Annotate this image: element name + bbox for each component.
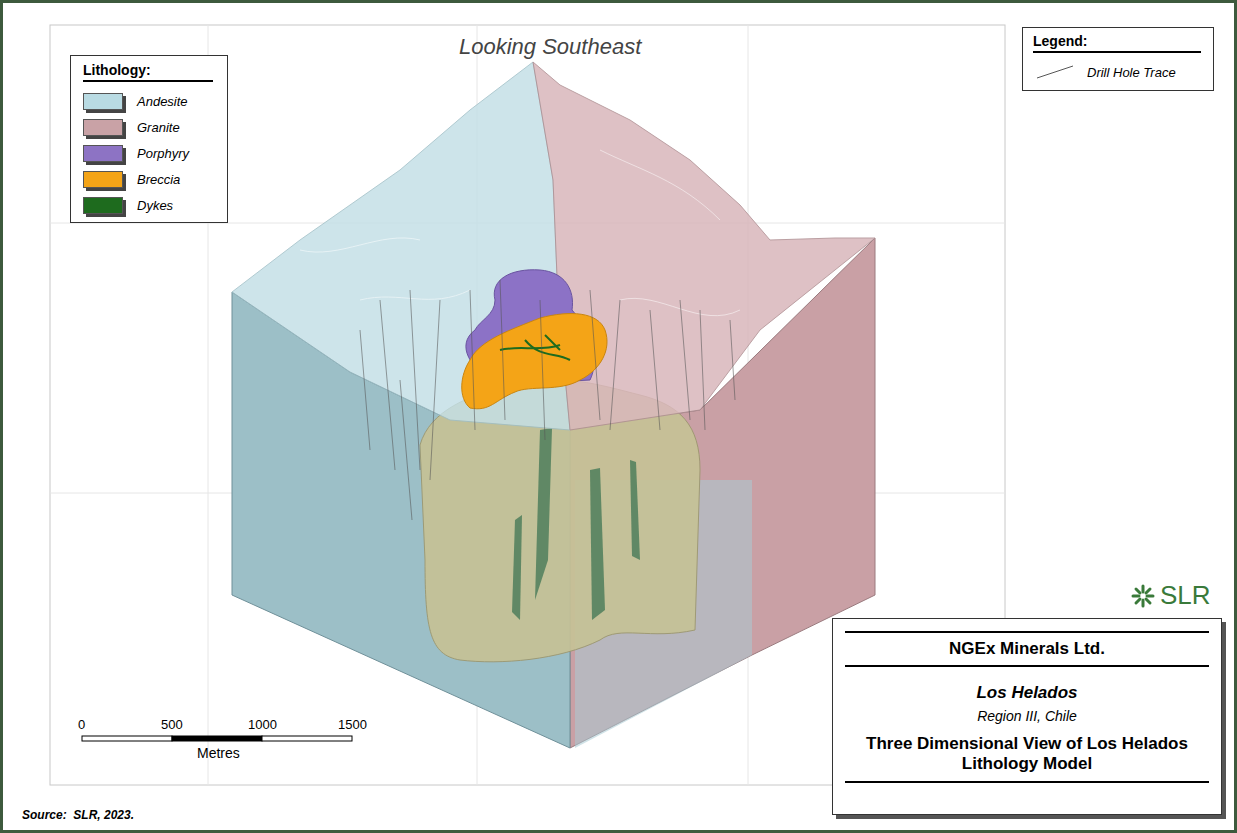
scale-number: 500 [161, 717, 183, 732]
scale-bar [82, 736, 352, 741]
separator-line [845, 631, 1209, 633]
legend-label: Breccia [137, 172, 180, 187]
legend-row: Drill Hole Trace [1033, 59, 1203, 85]
legend-box: Legend: Drill Hole Trace [1022, 27, 1214, 91]
logo-mark [1133, 586, 1153, 606]
breccia-body [462, 314, 607, 409]
company-name: NGEx Minerals Ltd. [949, 639, 1105, 659]
drill-hole-traces [360, 280, 735, 520]
legend-swatch [83, 145, 123, 162]
view-direction: Looking Southeast [459, 34, 641, 60]
legend-row: Breccia [83, 166, 219, 192]
scale-unit: Metres [197, 745, 240, 761]
drawing-title: Three Dimensional View of Los Helados Li… [845, 734, 1209, 775]
dyke-slivers [512, 428, 640, 620]
legend-row: Dykes [83, 192, 219, 218]
legend-row: Andesite [83, 88, 219, 114]
scale-number: 0 [78, 717, 85, 732]
separator-line [845, 665, 1209, 667]
source-caption: Source: SLR, 2023. [22, 808, 134, 822]
legend-label: Drill Hole Trace [1087, 65, 1176, 80]
logo-text: SLR [1160, 580, 1211, 611]
legend-swatch [83, 119, 123, 136]
legend-row: Granite [83, 114, 219, 140]
region-name: Region III, Chile [977, 708, 1077, 724]
legend-swatch [83, 171, 123, 188]
legend-heading: Legend: [1033, 33, 1201, 53]
legend-label: Porphyry [137, 146, 189, 161]
legend-swatch [83, 93, 123, 110]
scale-number: 1000 [248, 717, 277, 732]
line-sample [1033, 64, 1077, 80]
separator-line [845, 781, 1209, 783]
dyke-traces [500, 335, 570, 360]
scale-number: 1500 [338, 717, 367, 732]
title-block: NGEx Minerals Ltd. Los HeladosRegion III,… [832, 618, 1222, 815]
legend-box: Lithology: AndesiteGranitePorphyryBreccia… [70, 55, 228, 223]
project-name: Los Helados [976, 683, 1077, 703]
legend-swatch [83, 197, 123, 214]
legend-row: Porphyry [83, 140, 219, 166]
legend-label: Andesite [137, 94, 188, 109]
legend-label: Dykes [137, 198, 173, 213]
legend-heading: Lithology: [83, 62, 213, 82]
legend-label: Granite [137, 120, 180, 135]
